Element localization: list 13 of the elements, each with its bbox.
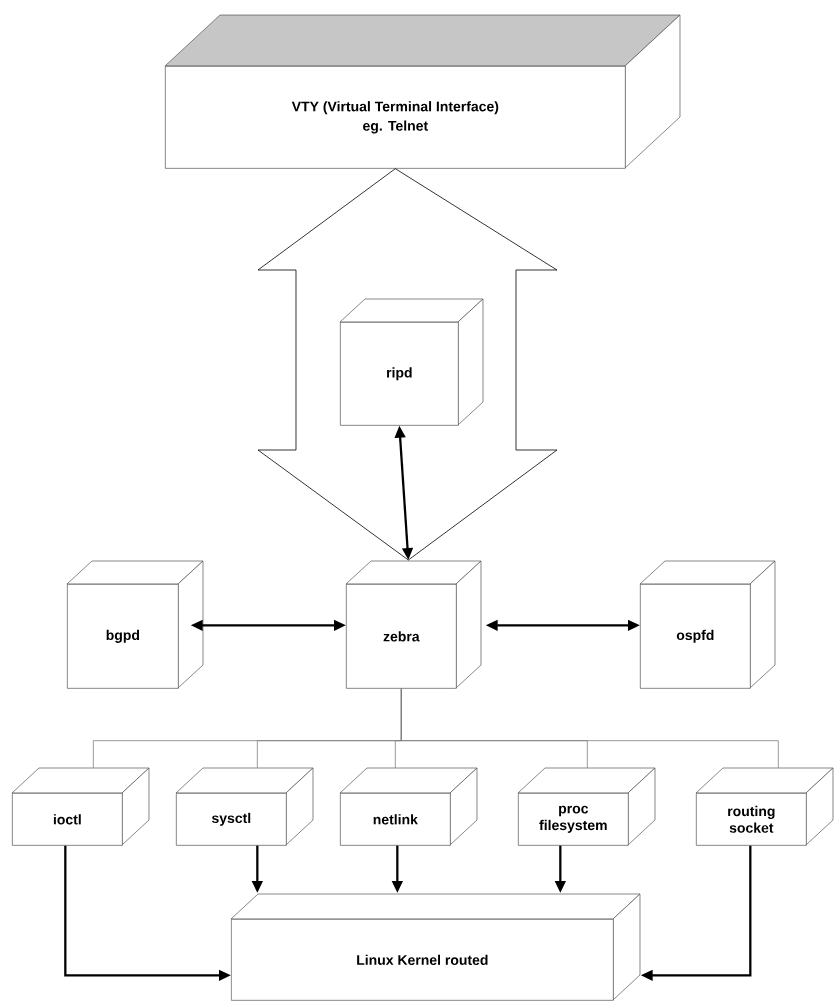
box-3d: sysctl <box>175 767 314 846</box>
block-arrow <box>257 168 558 561</box>
box-3d: ioctl <box>11 767 150 846</box>
box-3d: bgpd <box>66 560 204 689</box>
box-3d: Linux Kernel routed <box>230 893 641 1001</box>
box-3d: ripd <box>339 298 484 426</box>
box-3d: ospfd <box>639 560 776 689</box>
box-3d: zebra <box>345 560 482 689</box>
box-3d: VTY (Virtual Terminal Interface) eg. Telnet <box>164 14 681 169</box>
connector-line <box>400 688 779 769</box>
box-3d: routing socket <box>695 767 834 846</box>
box-3d: proc filesystem <box>517 767 656 846</box>
box-3d: netlink <box>339 767 478 846</box>
